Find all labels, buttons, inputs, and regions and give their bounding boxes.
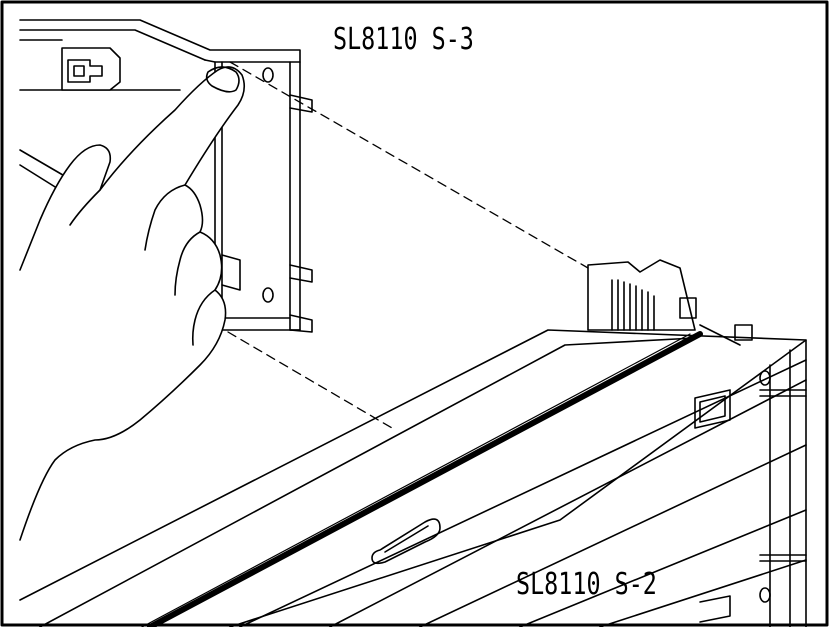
alignment-lines <box>227 61 589 429</box>
part-label-s3: SL8110 S-3 <box>333 22 474 57</box>
bottom-profile-s2 <box>19 259 807 627</box>
hand-icon <box>19 66 246 541</box>
part-label-s2: SL8110 S-2 <box>516 567 657 602</box>
top-profile-s3 <box>19 19 313 333</box>
